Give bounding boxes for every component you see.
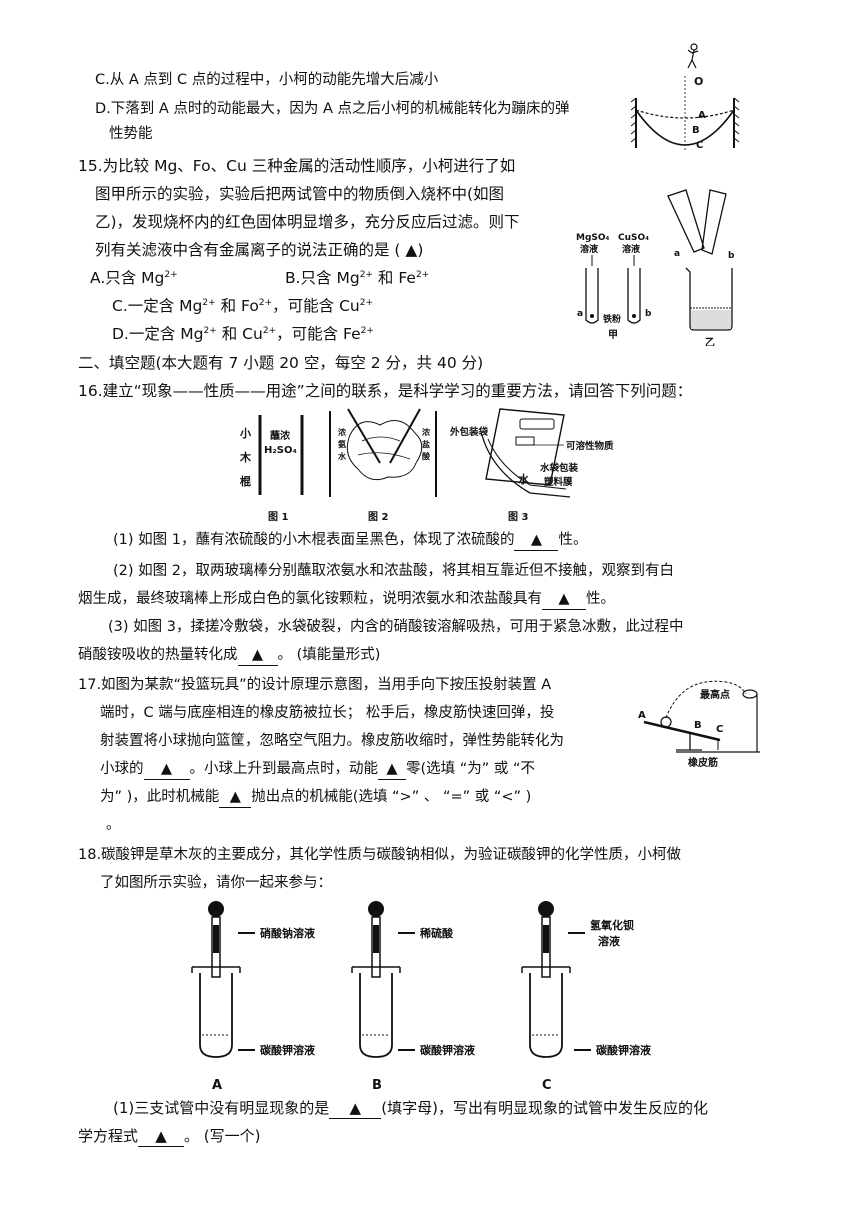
q17-blank-2[interactable]: ▲ xyxy=(378,759,406,780)
q15-option-b: B.只含 Mg2+ 和 Fe2+ xyxy=(285,269,430,287)
q17-blank-3[interactable]: ▲ xyxy=(219,787,252,808)
stick-char-2: 木 xyxy=(239,450,252,464)
q15-line4: 列有关滤液中含有金属离子的说法正确的是 ( ▲) xyxy=(95,241,424,259)
metal-activity-figure: MgSO₄ 溶液 CuSO₄ 溶液 a b 铁粉 甲 a b 乙 xyxy=(576,189,735,346)
section-2-heading: 二、填空题(本大题有 7 小题 20 空，每空 2 分，共 40 分) xyxy=(78,354,484,372)
q17-blank-1[interactable]: ▲ xyxy=(143,759,190,780)
point-a-label: A xyxy=(638,710,646,721)
q17-line4: 小球的▲。小球上升到最高点时，动能▲零(选填 “为” 或 “不 xyxy=(100,759,535,780)
point-b-label: B xyxy=(692,125,700,136)
ammonia-char-1: 浓 xyxy=(338,427,347,437)
q18-part1-line1: (1)三支试管中没有明显现象的是▲(填字母)，写出有明显现象的试管中发生反应的化 xyxy=(113,1098,708,1119)
q17-line2: 端时，C 端与底座相连的橡皮筋被拉长； 松手后，橡皮筋快速回弹，投 xyxy=(100,705,555,721)
q15-option-a: A.只含 Mg2+ xyxy=(90,269,178,287)
point-a-label: A xyxy=(698,110,706,121)
tube-c-letter: C xyxy=(542,1078,552,1093)
rubber-band-label: 橡皮筋 xyxy=(688,756,718,769)
dip-acid-label: 蘸浓 xyxy=(270,429,291,442)
base-b-label: 碳酸钾溶液 xyxy=(420,1043,476,1057)
q16-part2-line2: 烟生成，最终玻璃棒上形成白色的氯化铵颗粒，说明浓氨水和浓盐酸具有▲性。 xyxy=(78,589,615,610)
q15-option-c: C.一定含 Mg2+ 和 Fo2+，可能含 Cu2+ xyxy=(112,297,374,315)
mgso4-solution-label: 溶液 xyxy=(580,243,599,255)
q16-blank-1[interactable]: ▲ xyxy=(514,530,559,551)
iron-powder-label: 铁粉 xyxy=(603,313,621,325)
water-bag-label: 水袋包装 xyxy=(540,462,579,474)
reagent-b-label: 稀硫酸 xyxy=(420,926,454,940)
figure-2-caption: 图 2 xyxy=(368,511,388,523)
tube-b-letter: B xyxy=(372,1078,382,1093)
q15-line3: 乙)，发现烧杯内的红色固体明显增多，充分反应后过滤。则下 xyxy=(95,213,520,231)
base-c-label: 碳酸钾溶液 xyxy=(596,1043,652,1057)
ammonia-char-3: 水 xyxy=(337,451,347,461)
q16-part3-line1: (3) 如图 3，揉搓冷敷袋，水袋破裂，内含的硝酸铵溶解吸热，可用于紧急冰敷，此… xyxy=(108,619,684,635)
hcl-char-2: 盐 xyxy=(422,439,430,449)
q17-line5: 为” )，此时机械能▲抛出点的机械能(选填 “>” 、 “=” 或 “<” ) xyxy=(100,787,531,808)
q16-part2-line1: (2) 如图 2，取两玻璃棒分别蘸取浓氨水和浓盐酸，将其相互靠近但不接触，观察到… xyxy=(113,563,674,579)
test-tube-b: 稀硫酸 碳酸钾溶液 B xyxy=(351,901,476,1093)
q18-test-tubes-figure: 硝酸钠溶液 碳酸钾溶液 A 稀硫酸 碳酸钾溶液 B 氢氧化钡 溶液 xyxy=(191,901,652,1093)
trampoline-figure: O A B C xyxy=(630,43,740,152)
q14-option-d-line2: 性势能 xyxy=(109,126,153,142)
figure-yi-label: 乙 xyxy=(705,337,715,346)
point-c-label: C xyxy=(716,724,723,735)
beaker-a-label: a xyxy=(674,249,680,259)
q14-option-c: C.从 A 点到 C 点的过程中，小柯的动能先增大后减小 xyxy=(95,72,439,88)
point-b-label: B xyxy=(694,720,702,731)
q16-figures: 小 木 棍 蘸浓 H₂SO₄ 图 1 浓 氨 水 浓 盐 酸 图 2 外包装袋 … xyxy=(239,408,614,523)
q18-blank-1[interactable]: ▲ xyxy=(329,1098,382,1119)
figure-1-caption: 图 1 xyxy=(268,511,288,523)
hcl-char-3: 酸 xyxy=(422,451,431,461)
tube-a-letter: A xyxy=(212,1078,222,1093)
q18-part1-line2: 学方程式▲。 (写一个) xyxy=(78,1126,261,1147)
outer-bag-label: 外包装袋 xyxy=(449,426,489,438)
reagent-a-label: 硝酸钠溶液 xyxy=(260,926,316,940)
stick-char-1: 小 xyxy=(239,426,251,440)
ball-icon xyxy=(660,716,672,728)
q14-option-d-line1: D.下落到 A 点时的动能最大，因为 A 点之后小柯的机械能转化为蹦床的弹 xyxy=(95,101,570,117)
basketball-toy-figure: 最高点 A B C 橡皮筋 xyxy=(638,680,760,769)
water-label: 水 xyxy=(518,472,530,486)
hoop-icon xyxy=(742,689,758,699)
q16-blank-3[interactable]: ▲ xyxy=(237,645,278,666)
figure-3-caption: 图 3 xyxy=(508,511,528,523)
highest-point-label: 最高点 xyxy=(700,688,730,701)
tube-a-label: a xyxy=(577,309,583,319)
figure-jia-label: 甲 xyxy=(608,329,618,341)
mgso4-label: MgSO₄ xyxy=(576,233,610,243)
q18-blank-2[interactable]: ▲ xyxy=(138,1126,185,1147)
q18-line2: 了如图所示实验，请你一起来参与： xyxy=(100,875,332,891)
reagent-c-label: 氢氧化钡 xyxy=(590,918,634,932)
reagent-c-label-2: 溶液 xyxy=(598,934,621,948)
base-a-label: 碳酸钾溶液 xyxy=(260,1043,316,1057)
stick-char-3: 棍 xyxy=(240,474,251,488)
ammonia-char-2: 氨 xyxy=(338,439,346,449)
q15-option-d: D.一定含 Mg2+ 和 Cu2+，可能含 Fe2+ xyxy=(112,325,374,343)
soluble-substance-label: 可溶性物质 xyxy=(566,440,614,452)
beaker-b-label: b xyxy=(728,251,735,261)
q18-line1: 18.碳酸钾是草木灰的主要成分，其化学性质与碳酸钠相似，为验证碳酸钾的化学性质，… xyxy=(78,847,682,863)
plastic-film-label: 塑料膜 xyxy=(544,476,573,488)
q17-line1: 17.如图为某款“投篮玩具”的设计原理示意图，当用手向下按压投射装置 A xyxy=(78,677,552,693)
tube-b-label: b xyxy=(645,309,652,319)
person-head-icon xyxy=(690,43,698,51)
q17-line3: 射装置将小球抛向篮筐，忽略空气阻力。橡皮筋收缩时，弹性势能转化为 xyxy=(100,733,564,749)
cuso4-label: CuSO₄ xyxy=(618,233,649,243)
q16-part1: (1) 如图 1，蘸有浓硫酸的小木棍表面呈黑色，体现了浓硫酸的▲性。 xyxy=(113,530,587,551)
q15-line2: 图甲所示的实验，实验后把两试管中的物质倒入烧杯中(如图 xyxy=(95,185,505,203)
test-tube-a: 硝酸钠溶液 碳酸钾溶液 A xyxy=(191,901,316,1093)
point-c-label: C xyxy=(696,140,703,151)
test-tube-c: 氢氧化钡 溶液 碳酸钾溶液 C xyxy=(521,901,652,1093)
h2so4-label: H₂SO₄ xyxy=(264,445,297,456)
cuso4-solution-label: 溶液 xyxy=(622,243,641,255)
q16-blank-2[interactable]: ▲ xyxy=(542,589,586,610)
q15-line1: 15.为比较 Mg、Fo、Cu 三种金属的活动性顺序，小柯进行了如 xyxy=(78,157,516,175)
q16-stem: 16.建立“现象——性质——用途”之间的联系，是科学学习的重要方法，请回答下列问… xyxy=(78,382,693,400)
q17-line6: 。 xyxy=(106,817,121,833)
q16-part3-line2: 硝酸铵吸收的热量转化成▲。 (填能量形式) xyxy=(78,645,380,666)
hcl-char-1: 浓 xyxy=(422,427,431,437)
point-o-label: O xyxy=(694,75,703,88)
